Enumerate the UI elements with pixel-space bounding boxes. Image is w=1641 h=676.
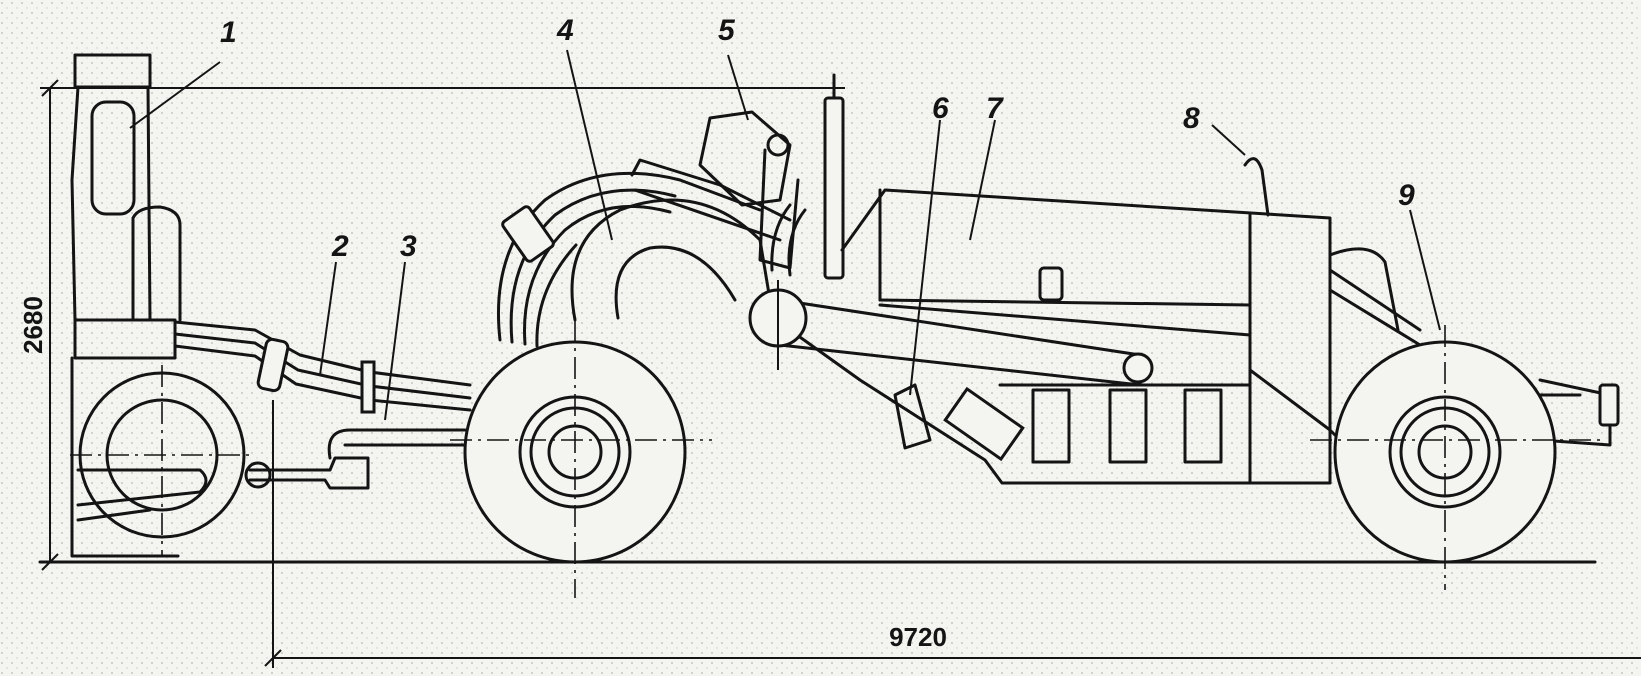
callout-7: 7 (986, 92, 1004, 125)
leader-lines (129, 49, 1441, 421)
callout-labels: 1 2 3 4 5 6 7 8 9 (220, 14, 1415, 263)
length-dimension: 9720 (264, 400, 1641, 668)
scraper-bowl (748, 188, 1332, 485)
rear-wheel (1310, 325, 1600, 590)
control-lever (1243, 157, 1270, 217)
drawbar (173, 320, 472, 490)
callout-1: 1 (220, 16, 237, 49)
rear-frame (1328, 247, 1620, 447)
callout-2: 2 (331, 230, 349, 263)
callout-6: 6 (932, 92, 949, 125)
length-dimension-label: 9720 (889, 622, 947, 652)
height-dimension: 2680 (18, 79, 845, 571)
tractor-tank (131, 205, 182, 322)
gooseneck-arch (496, 158, 792, 348)
front-wheel (450, 320, 712, 598)
height-dimension-label: 2680 (18, 296, 48, 354)
callout-8: 8 (1183, 102, 1200, 135)
tractor-frame (73, 318, 177, 360)
callout-9: 9 (1398, 179, 1415, 212)
cab-window (90, 100, 136, 216)
callout-5: 5 (718, 14, 736, 47)
callout-4: 4 (556, 14, 574, 47)
hydraulic-unit (698, 73, 845, 280)
tractor-unit (70, 53, 250, 558)
callout-3: 3 (400, 230, 417, 263)
